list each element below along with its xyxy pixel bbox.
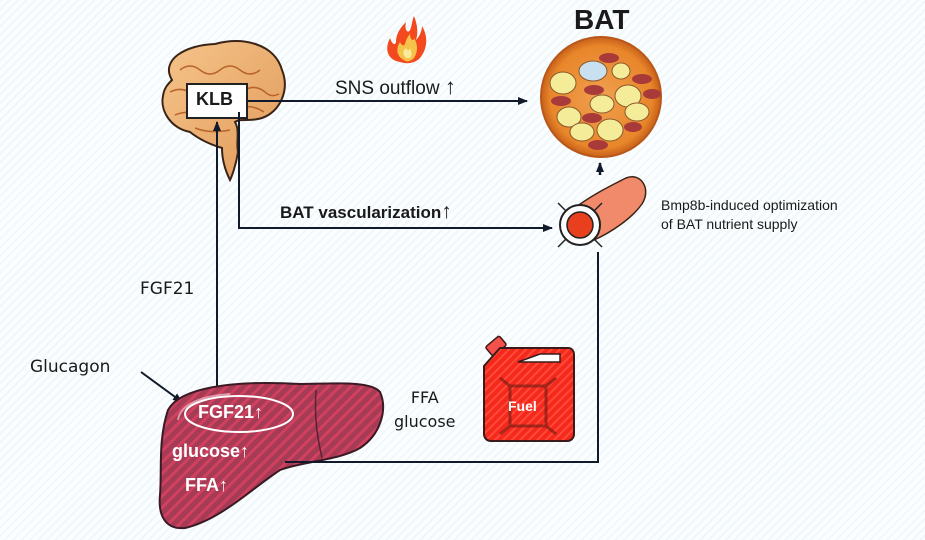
blood-vessel-icon	[557, 175, 647, 248]
fire-icon	[387, 16, 427, 64]
up-arrow-icon: ↑	[240, 441, 250, 461]
sns-outflow-text: SNS outflow	[335, 78, 440, 99]
fgf21-highlight-ring	[184, 395, 294, 433]
sns-outflow-label: SNS outflow ↑	[335, 74, 456, 100]
vessel-caption: Bmp8b-induced optimization of BAT nutrie…	[661, 196, 838, 234]
bat-vascularization-label: BAT vascularization↑	[280, 200, 452, 224]
up-arrow-icon: ↑	[444, 74, 456, 99]
liver-item-fgf21: FGF21↑	[198, 402, 263, 423]
bat-vascularization-text: BAT vascularization	[280, 203, 442, 222]
liver-item-glucose: glucose↑	[172, 441, 249, 462]
liver-item-fgf21-text: FGF21	[198, 402, 255, 422]
klb-label: KLB	[196, 89, 233, 109]
liver-icon	[158, 382, 385, 530]
glucagon-arrow	[140, 371, 183, 403]
up-arrow-icon: ↑	[254, 402, 264, 422]
bat-vascularization-arrow	[238, 112, 553, 232]
fuel-can-label: Fuel	[508, 398, 537, 414]
liver-item-ffa-text: FFA	[185, 475, 219, 495]
liver-item-glucose-text: glucose	[172, 441, 241, 461]
nutrients-ffa: FFA	[410, 388, 439, 407]
fgf21-arrow-label: FGF21	[140, 279, 195, 299]
fuel-can-icon	[483, 335, 575, 442]
nutrients-label: FFA glucose	[394, 386, 456, 434]
vessel-caption-line1: Bmp8b-induced optimization	[661, 197, 838, 213]
bat-cell-icon	[540, 36, 662, 158]
liver-item-ffa: FFA↑	[185, 475, 228, 496]
klb-box	[186, 83, 248, 119]
nutrient-supply-line	[285, 252, 599, 463]
up-arrow-icon: ↑	[441, 200, 452, 223]
up-arrow-icon: ↑	[219, 475, 228, 495]
vessel-caption-line2: of BAT nutrient supply	[661, 216, 798, 232]
bat-title: BAT	[574, 4, 630, 35]
nutrients-glucose: glucose	[394, 412, 456, 431]
glucagon-label: Glucagon	[30, 357, 111, 377]
